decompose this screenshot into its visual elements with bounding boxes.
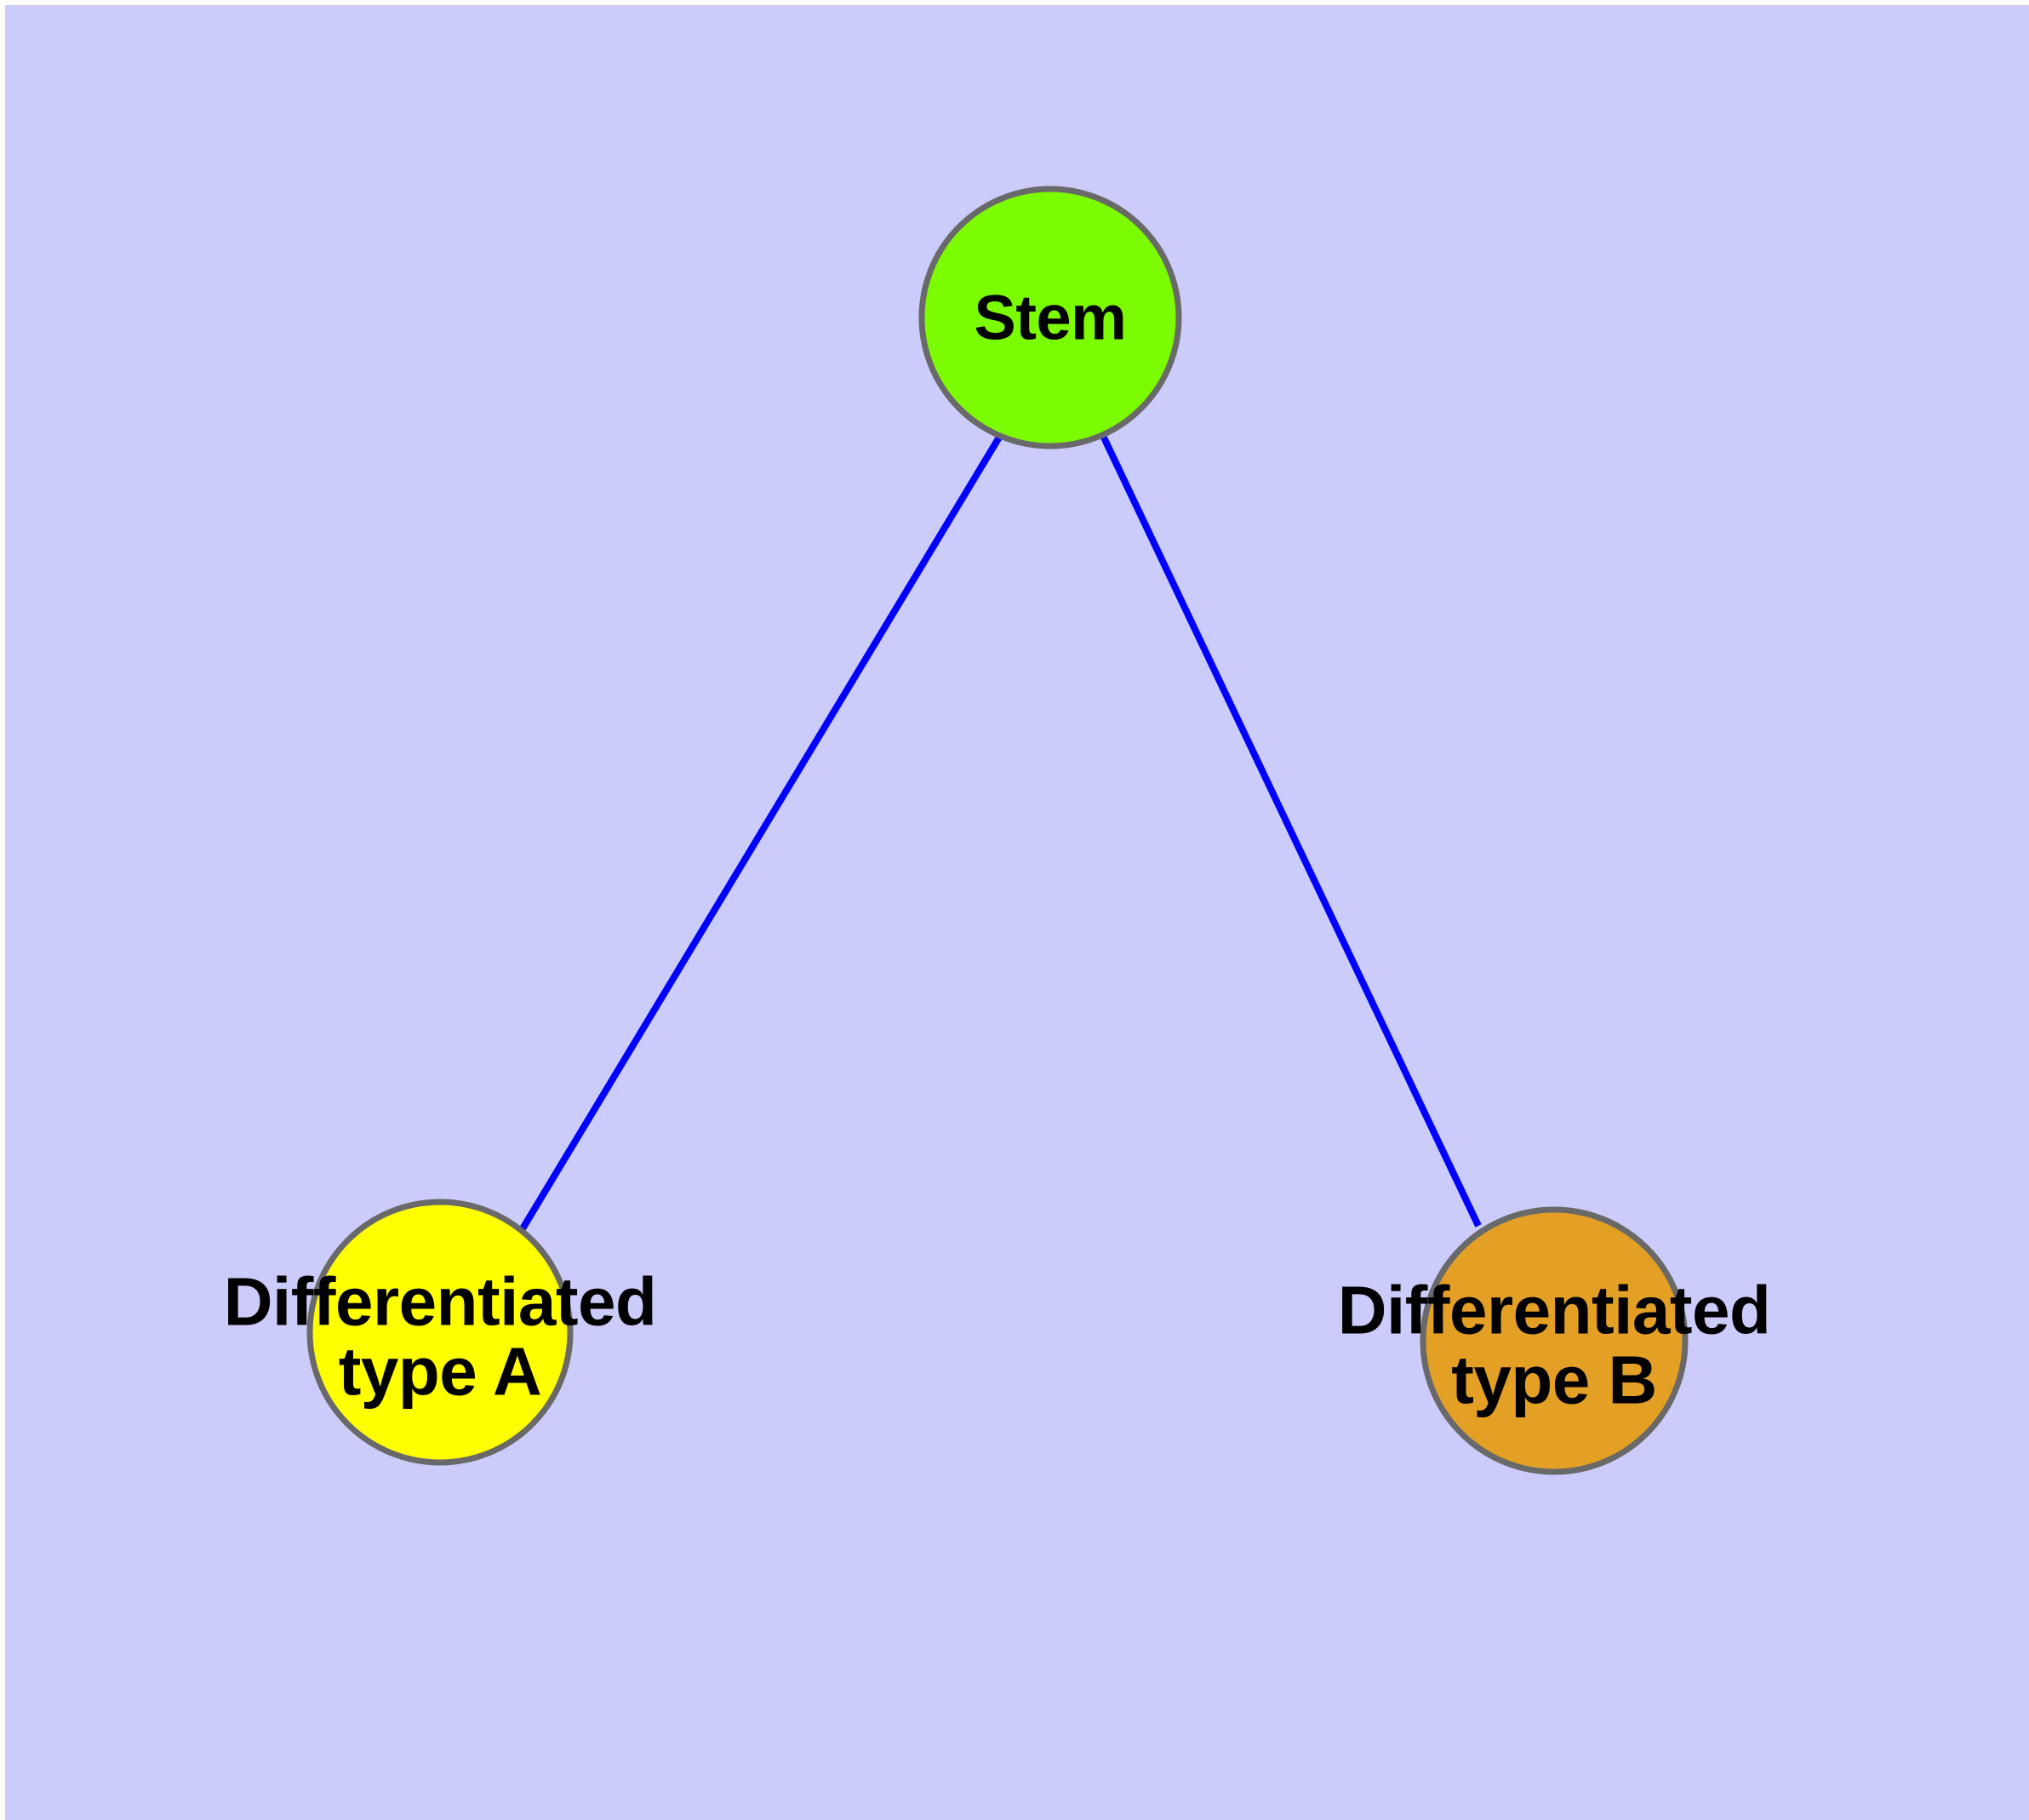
- node-layer: [306, 186, 1689, 1475]
- node-differentiated-type-b[interactable]: [1420, 1206, 1689, 1475]
- node-differentiated-type-a[interactable]: [306, 1199, 574, 1466]
- edge-layer: [518, 433, 1482, 1233]
- edge-stem-to-differentiated-type-a: [518, 433, 1003, 1233]
- edge-stem-to-differentiated-type-b: [1100, 436, 1482, 1228]
- node-stem[interactable]: [918, 186, 1182, 449]
